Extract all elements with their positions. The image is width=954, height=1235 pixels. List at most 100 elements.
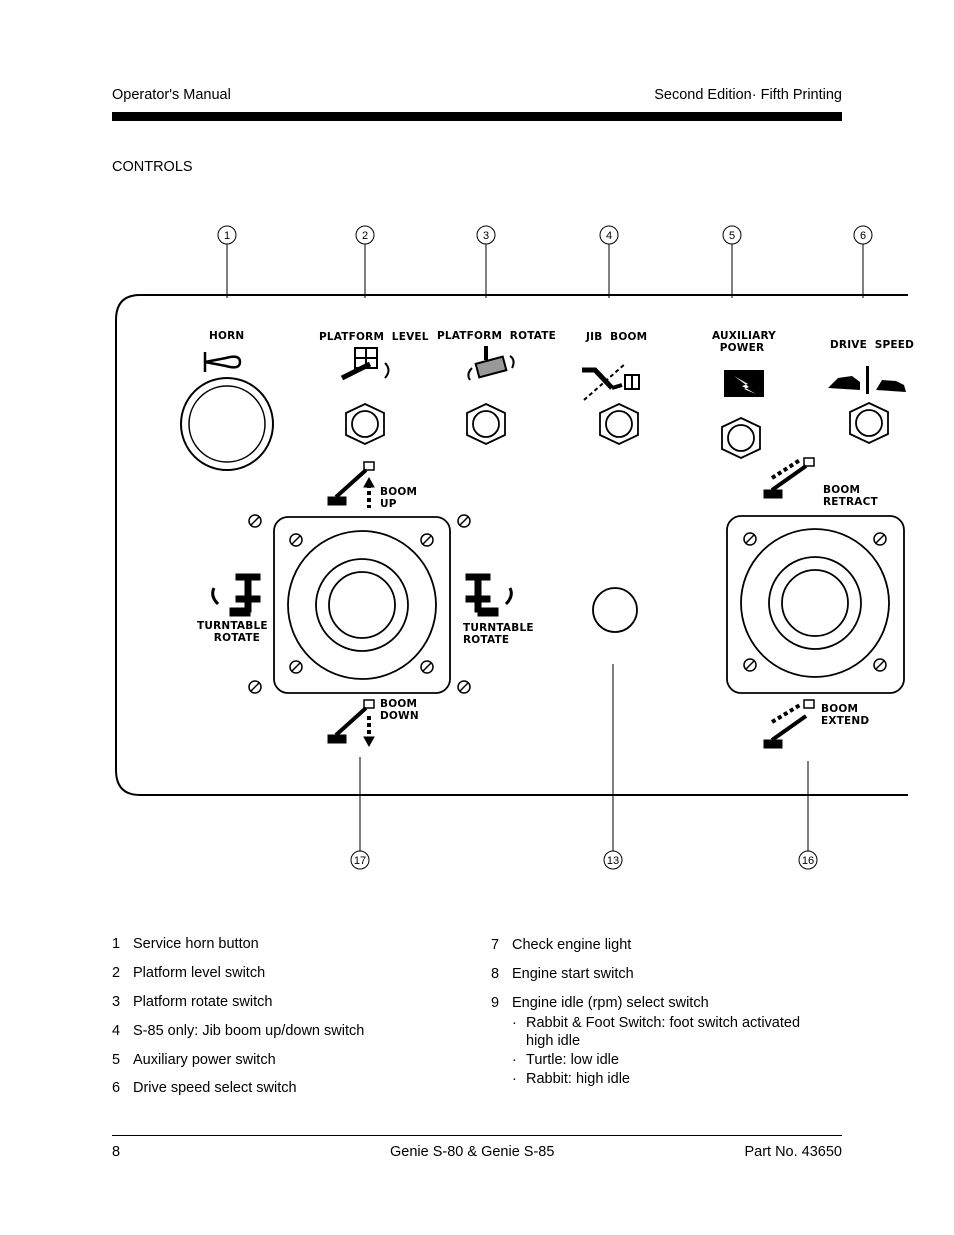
callout-3 bbox=[476, 225, 496, 245]
jib-boom-icon bbox=[582, 362, 640, 401]
legend-item: 8 Engine start switch bbox=[491, 966, 634, 982]
label-boom-down-line1: BOOM bbox=[380, 698, 418, 710]
callout-16 bbox=[798, 850, 818, 870]
label-boom-retract-line1: BOOM bbox=[823, 484, 861, 496]
callout-16-text: 16 bbox=[802, 855, 814, 867]
legend-item: 3 Platform rotate switch bbox=[112, 994, 272, 1010]
legend-item: 5 Auxiliary power switch bbox=[112, 1052, 276, 1068]
legend-num: 2 bbox=[112, 965, 121, 981]
platform-rotate-icon bbox=[467, 346, 515, 381]
label-boom-extend-line2: EXTEND bbox=[821, 715, 870, 727]
legend-text: Engine start switch bbox=[512, 966, 634, 982]
legend-num: 4 bbox=[112, 1023, 121, 1039]
callout-3-text: 3 bbox=[483, 230, 489, 242]
check-engine-light bbox=[592, 587, 638, 633]
callout-2 bbox=[355, 225, 375, 245]
label-turntable-right-line2: ROTATE bbox=[463, 634, 510, 646]
legend-bullet: · bbox=[512, 1071, 517, 1087]
callout-1-text: 1 bbox=[224, 230, 230, 242]
label-boom-down: BOOM DOWN bbox=[380, 698, 419, 722]
label-boom-up-line1: BOOM bbox=[380, 486, 418, 498]
legend-item: 4 S-85 only: Jib boom up/down switch bbox=[112, 1023, 364, 1039]
drive-speed-switch bbox=[849, 402, 889, 444]
callout-17-text: 17 bbox=[354, 855, 366, 867]
boom-retract-icon bbox=[763, 457, 815, 499]
label-horn: HORN bbox=[209, 330, 245, 342]
auxiliary-power-switch bbox=[721, 417, 761, 459]
drive-speed-icon bbox=[828, 366, 906, 394]
legend-text: Auxiliary power switch bbox=[133, 1052, 276, 1068]
label-boom-down-line2: DOWN bbox=[380, 710, 419, 722]
boom-up-icon bbox=[327, 461, 375, 508]
control-panel-diagram: 1 2 3 4 5 6 17 13 16 bbox=[115, 225, 908, 870]
label-turntable-left-line1: TURNTABLE bbox=[197, 620, 268, 632]
legend-text: Service horn button bbox=[133, 936, 259, 952]
turntable-rotate-right-icon bbox=[465, 573, 513, 617]
label-boom-retract: BOOM RETRACT bbox=[823, 484, 878, 508]
legend-subtext: Rabbit & Foot Switch: foot switch activa… bbox=[526, 1015, 801, 1031]
callout-5-text: 5 bbox=[729, 230, 735, 242]
horn-button bbox=[180, 377, 274, 471]
legend-subitem: ·Turtle: low idle bbox=[512, 1051, 619, 1069]
label-jib-boom: JIB BOOM bbox=[586, 331, 648, 343]
right-joystick-screws bbox=[743, 532, 887, 672]
label-auxiliary-power: AUXILIARY POWER bbox=[712, 330, 776, 354]
legend-num: 5 bbox=[112, 1052, 121, 1068]
callout-6 bbox=[853, 225, 873, 245]
label-turntable-left-line2: ROTATE bbox=[213, 632, 260, 644]
callout-13-text: 13 bbox=[607, 855, 619, 867]
legend-num: 7 bbox=[491, 937, 500, 953]
legend-num: 3 bbox=[112, 994, 121, 1010]
footer-page-number: 8 bbox=[112, 1144, 121, 1160]
legend-bullet: · bbox=[512, 1015, 517, 1031]
battery-icon bbox=[724, 370, 764, 397]
legend-num: 9 bbox=[491, 995, 500, 1011]
legend-text: Drive speed select switch bbox=[133, 1080, 297, 1096]
legend-text: S-85 only: Jib boom up/down switch bbox=[133, 1023, 365, 1039]
label-boom-retract-line2: RETRACT bbox=[823, 496, 878, 508]
legend-num: 6 bbox=[112, 1080, 121, 1096]
label-boom-up: BOOM UP bbox=[380, 486, 417, 510]
legend-num: 1 bbox=[112, 936, 121, 952]
footer-rule bbox=[112, 1135, 842, 1136]
callout-4-text: 4 bbox=[606, 230, 612, 242]
label-auxiliary-power-line2: POWER bbox=[719, 342, 765, 354]
label-platform-level: PLATFORM LEVEL bbox=[319, 331, 429, 343]
jib-boom-switch bbox=[599, 403, 639, 445]
right-joystick bbox=[726, 515, 905, 694]
left-joystick bbox=[273, 516, 451, 694]
legend-item: 9 Engine idle (rpm) select switch bbox=[491, 995, 709, 1011]
footer-model: Genie S-80 & Genie S-85 bbox=[390, 1144, 555, 1160]
boom-down-icon bbox=[327, 699, 375, 748]
horn-icon bbox=[203, 352, 242, 372]
label-auxiliary-power-line1: AUXILIARY bbox=[712, 330, 776, 342]
label-turntable-rotate-right: TURNTABLE ROTATE bbox=[463, 622, 534, 646]
callout-5 bbox=[722, 225, 742, 245]
header-left: Operator's Manual bbox=[112, 87, 231, 103]
legend-subtext: Turtle: low idle bbox=[526, 1052, 619, 1068]
callout-1 bbox=[217, 225, 237, 245]
header-rule bbox=[112, 112, 842, 121]
boom-extend-icon bbox=[763, 699, 815, 749]
platform-level-switch bbox=[345, 403, 385, 445]
callout-2-text: 2 bbox=[362, 230, 368, 242]
footer-part-number: Part No. 43650 bbox=[744, 1144, 842, 1160]
legend-text: Platform rotate switch bbox=[133, 994, 273, 1010]
callout-13 bbox=[603, 850, 623, 870]
legend-num: 8 bbox=[491, 966, 500, 982]
platform-rotate-switch bbox=[466, 403, 506, 445]
legend-subtext: Rabbit: high idle bbox=[526, 1071, 630, 1087]
legend-subitem: · Rabbit: high idle bbox=[512, 1070, 630, 1088]
legend-item: 6 Drive speed select switch bbox=[112, 1080, 297, 1096]
platform-level-icon bbox=[340, 347, 390, 381]
turntable-rotate-left-icon bbox=[211, 573, 261, 617]
legend-text: Engine idle (rpm) select switch bbox=[512, 995, 709, 1011]
label-turntable-rotate-left: TURNTABLE ROTATE bbox=[197, 620, 268, 644]
label-platform-rotate: PLATFORM ROTATE bbox=[437, 330, 557, 342]
label-boom-up-line2: UP bbox=[380, 498, 397, 510]
label-drive-speed: DRIVE SPEED bbox=[830, 339, 915, 351]
legend-text: Platform level switch bbox=[133, 965, 266, 981]
label-turntable-right-line1: TURNTABLE bbox=[463, 622, 534, 634]
label-boom-extend: BOOM EXTEND bbox=[821, 703, 869, 727]
